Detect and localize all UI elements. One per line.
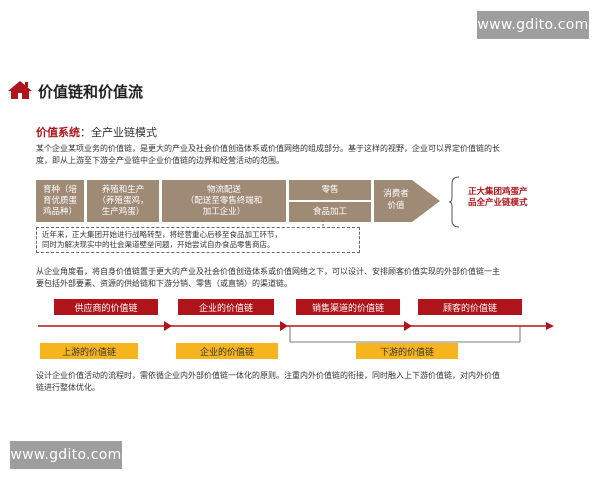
intro-paragraph: 某个企业某项业务的价值链，是更大的产业及社会价值创造体系或价值网络的组成部分。基… — [36, 143, 556, 166]
chain-segment-food-processing: 食品加工 — [289, 202, 371, 222]
page-title: 价值链和价值流 — [38, 83, 144, 101]
full-chain-model-label: 正大集团鸡蛋产 品全产业链模式 — [468, 187, 528, 208]
value-flow-arrows — [38, 321, 554, 343]
downstream-value-chain: 下游的价值链 — [356, 343, 458, 359]
enterprise-value-chain: 企业的价值链 — [178, 299, 274, 315]
section-subtitle: 价值系统：全产业链模式 — [36, 124, 157, 140]
upstream-value-chain: 上游的价值链 — [40, 343, 138, 359]
chain-segment-farming: 养殖和生产 （养殖蛋鸡， 生产鸡蛋） — [87, 180, 159, 222]
subtitle-label: 价值系统 — [36, 126, 80, 139]
subtitle-text: ：全产业链模式 — [80, 126, 157, 139]
industry-chain: 育种（培 育优质蛋 鸡品种） 养殖和生产 （养殖蛋鸡， 生产鸡蛋） 物流配送 （… — [36, 180, 441, 222]
watermark-bottom: www.gdito.com — [10, 441, 122, 469]
intro-line-2: 度，即从上游至下游全产业链中企业价值链的边界和经营活动的范围。 — [36, 155, 284, 165]
intro-line-1: 某个企业某项业务的价值链，是更大的产业及社会价值创造体系或价值网络的组成部分。基… — [36, 144, 500, 153]
chain-segment-retail: 零售 — [289, 180, 371, 200]
internal-value-chain: 企业的价值链 — [176, 343, 278, 359]
enterprise-view-paragraph: 从企业角度看，将自身价值链置于更大的产业及社会价值创造体系或价值网络之下，可以设… — [36, 267, 500, 288]
bracket — [448, 176, 460, 228]
strategy-note: 近年来，正大集团开始进行战略转型，将经营重心后移至食品加工环节， 同时为解决现实… — [36, 227, 360, 253]
supplier-value-chain: 供应商的价值链 — [54, 299, 158, 315]
home-icon — [7, 80, 33, 100]
chain-segment-breeding: 育种（培 育优质蛋 鸡品种） — [36, 180, 84, 222]
chain-segment-logistics: 物流配送 （配送至零售终端和 加工企业） — [162, 180, 286, 222]
customer-value-chain: 顾客的价值链 — [418, 299, 522, 315]
consumer-value-label: 消费者 价值 — [383, 189, 409, 211]
consumer-value-arrow — [374, 180, 440, 222]
watermark-top: www.gdito.com — [477, 11, 589, 39]
design-principle-paragraph: 设计企业价值活动的流程时，需依循企业内外部价值链一体化的原则。注重内外价值链的衔… — [36, 371, 500, 392]
channel-value-chain: 销售渠道的价值链 — [296, 299, 400, 315]
